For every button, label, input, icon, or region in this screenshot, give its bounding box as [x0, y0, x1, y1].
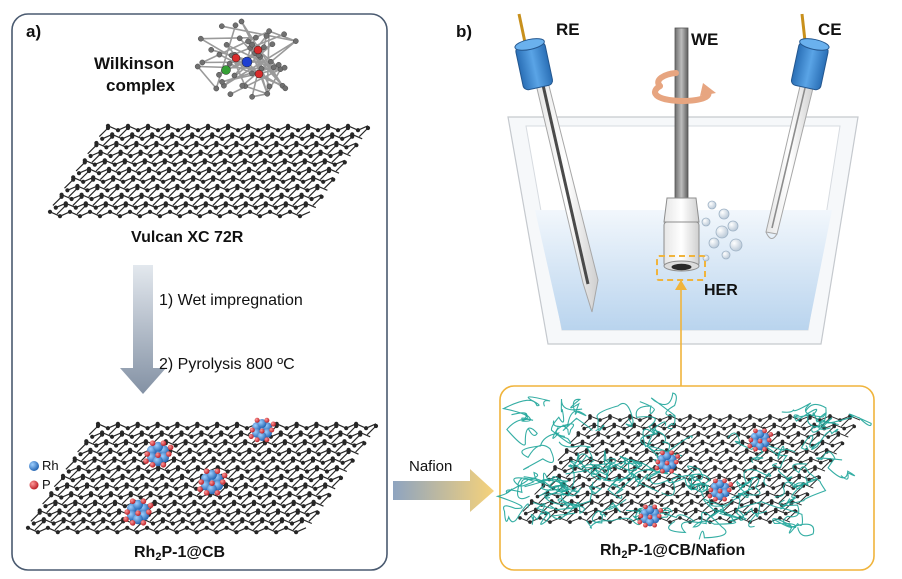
wilkinson-complex-molecule [194, 18, 299, 100]
product-label-pre: Rh [134, 544, 156, 561]
ce-label: CE [818, 20, 842, 39]
support-label: Vulcan XC 72R [131, 229, 244, 246]
step-2-label: 2) Pyrolysis 800 ºC [159, 356, 295, 373]
carbon-support-sheet [47, 123, 371, 219]
inset-composite-illustration [495, 392, 872, 540]
carbon-sheet-with-clusters [25, 417, 379, 535]
wilkinson-label-line1: Wilkinson [94, 54, 175, 73]
composite-label: Rh2P-1@CB/Nafion [600, 542, 745, 561]
we-label: WE [691, 30, 719, 49]
electrode-disk [671, 263, 692, 271]
step-1-label: 1) Wet impregnation [159, 292, 303, 309]
counter-electrode [765, 13, 830, 239]
connector-arrowhead [675, 280, 687, 290]
hydrogen-bubbles [701, 200, 743, 262]
composite-label-sub: 2 [621, 549, 628, 561]
panel-a-frame [11, 13, 388, 571]
legend-p-label: P [42, 477, 51, 492]
legend-rh-label: Rh [42, 458, 59, 473]
inset-frame [499, 385, 875, 571]
electrochemical-cell [507, 13, 859, 386]
panel-a-label: a) [26, 22, 42, 41]
composite-label-pre: Rh [600, 542, 622, 559]
nafion-label: Nafion [409, 458, 453, 475]
process-down-arrow [120, 265, 166, 394]
her-label: HER [704, 282, 738, 299]
legend-rh-dot [29, 461, 39, 471]
panel-b-label: b) [456, 22, 473, 41]
ce-cap [790, 38, 830, 91]
rotation-arrow-icon [652, 70, 716, 105]
re-cap [514, 38, 554, 91]
product-label: Rh2P-1@CB [134, 544, 225, 563]
product-label-sub: 2 [155, 551, 162, 563]
legend-p-dot [29, 480, 39, 490]
reference-electrode [514, 13, 599, 313]
product-label-post: P-1@CB [161, 544, 226, 561]
wilkinson-label-line2: complex [106, 76, 175, 95]
re-label: RE [556, 20, 580, 39]
nafion-arrow [393, 469, 494, 512]
composite-label-post: P-1@CB/Nafion [627, 542, 746, 559]
